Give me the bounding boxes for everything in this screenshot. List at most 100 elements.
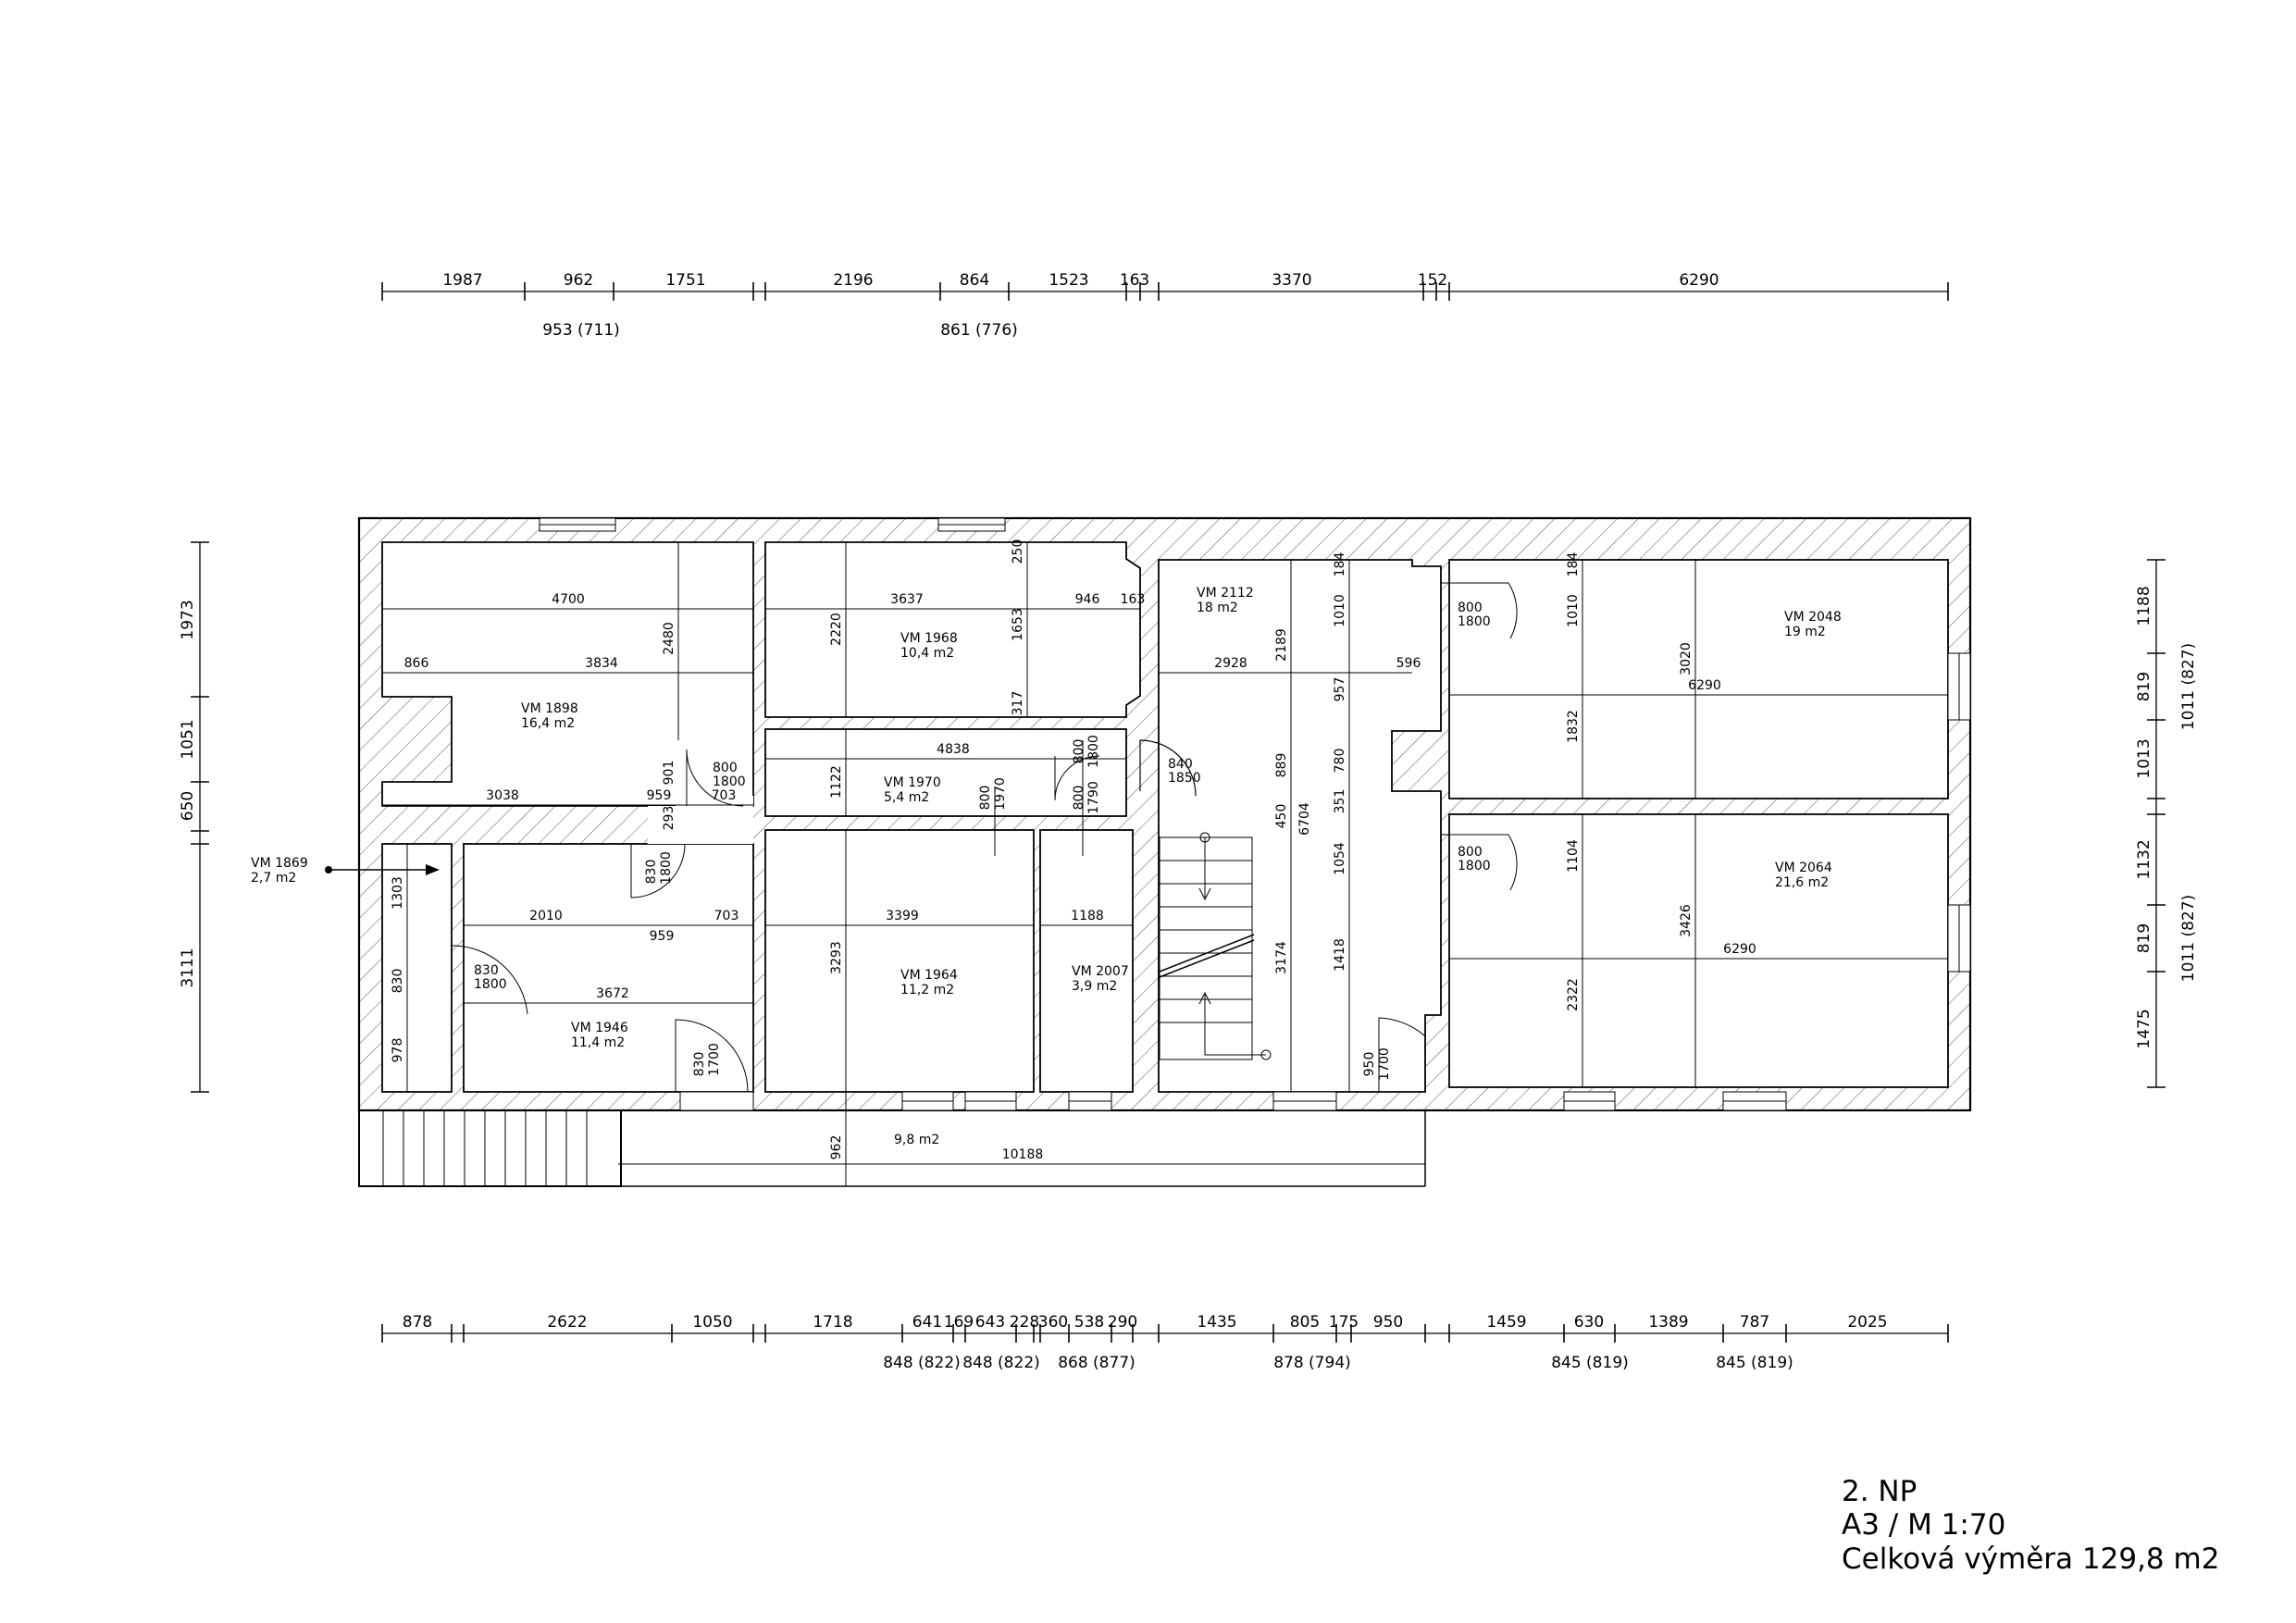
door-9-h: 1970 <box>993 777 1008 811</box>
right-dim-5: 819 <box>2135 923 2153 953</box>
dim-1898-v2: 293 <box>662 806 676 831</box>
left-dim-1: 1973 <box>179 600 197 639</box>
bottom-dim-2: 2622 <box>547 1313 587 1332</box>
room-2048-name: VM 2048 <box>1784 610 1842 625</box>
dim-1946-sub: 959 <box>650 929 675 944</box>
left-dimension-chain: 1973 1051 650 3111 <box>179 541 209 1093</box>
dim-2112-width: 2928 <box>1214 656 1247 671</box>
door-4-w: 800 <box>1458 845 1483 860</box>
room-2064 <box>1448 813 1949 1088</box>
staircase <box>1159 832 1272 1060</box>
dim-1968-bot: 317 <box>1011 691 1025 716</box>
dim-1898-mid: 3834 <box>585 656 618 671</box>
room-1869-area: 2,7 m2 <box>251 871 296 886</box>
right-dim-3: 1013 <box>2135 738 2153 778</box>
bottom-dim-19: 787 <box>1740 1313 1769 1332</box>
room-1898 <box>381 541 754 807</box>
right-windows <box>1947 652 1971 973</box>
dim-1898-sub2: 703 <box>712 788 737 803</box>
door-9-w: 800 <box>978 786 993 811</box>
right-opening-1: 1011 (827) <box>2179 643 2198 730</box>
bottom-dim-7: 643 <box>975 1313 1005 1332</box>
building-walls <box>325 516 1972 1187</box>
door-3-w: 800 <box>1458 601 1483 615</box>
room-1968 <box>764 541 1141 718</box>
dim-1869-h3: 978 <box>391 1038 405 1063</box>
bottom-opening-1: 848 (822) <box>883 1354 961 1372</box>
room-1968-area: 10,4 m2 <box>900 646 954 661</box>
bottom-dim-3: 1050 <box>692 1313 732 1332</box>
bottom-dim-9: 360 <box>1038 1313 1068 1332</box>
room-1946 <box>463 843 754 1093</box>
room-2064-area: 21,6 m2 <box>1775 875 1829 890</box>
dim-corr-h5: 1054 <box>1333 842 1347 875</box>
dim-corr-w: 596 <box>1396 656 1421 671</box>
dim-2112-h2: 889 <box>1274 753 1289 778</box>
door-1-w: 800 <box>713 761 738 775</box>
dim-1968-right2: 163 <box>1121 592 1146 607</box>
top-dim-9: 152 <box>1418 271 1447 290</box>
dim-2112-low: 3174 <box>1274 941 1289 974</box>
room-1946-name: VM 1946 <box>571 1021 628 1035</box>
room-2007 <box>1039 829 1134 1093</box>
dim-2064-h1: 1104 <box>1566 839 1581 873</box>
balcony-area: 9,8 m2 <box>894 1133 939 1147</box>
room-2048-area: 19 m2 <box>1784 625 1826 639</box>
dim-2048-h1: 1010 <box>1566 594 1581 627</box>
door-8-h: 1700 <box>1377 1047 1392 1081</box>
inner-dimension-texts: 4700 3834 866 3038 959 703 2480 901 293 … <box>391 539 1756 1162</box>
dim-1898-left: 866 <box>404 656 429 671</box>
bottom-windows <box>679 1091 1787 1111</box>
inner-dimension-lines <box>382 542 1948 1186</box>
bottom-opening-4: 878 (794) <box>1273 1354 1351 1372</box>
dim-1968-width: 3637 <box>890 592 924 607</box>
top-dim-4: 2196 <box>833 271 873 290</box>
dim-1898-v1: 901 <box>662 761 676 786</box>
room-labels: VM 1898 16,4 m2 VM 1968 10,4 m2 VM 2112 … <box>251 586 1842 1147</box>
top-dim-3: 1751 <box>665 271 705 290</box>
dim-1968-top: 250 <box>1011 539 1025 564</box>
room-1946-area: 11,4 m2 <box>571 1035 625 1050</box>
bottom-dim-15: 950 <box>1373 1313 1403 1332</box>
dim-2048-total: 3020 <box>1679 642 1694 675</box>
door-labels: 800 1800 840 1850 800 1800 800 1800 830 … <box>474 601 1491 1081</box>
top-opening-1: 953 (711) <box>542 321 620 340</box>
bottom-dim-13: 805 <box>1290 1313 1320 1332</box>
bottom-dim-8: 228 <box>1010 1313 1039 1332</box>
dim-balcony-width: 10188 <box>1002 1147 1044 1162</box>
dim-2064-total: 3426 <box>1679 904 1694 937</box>
bottom-opening-2: 848 (822) <box>962 1354 1040 1372</box>
bottom-opening-6: 845 (819) <box>1716 1354 1793 1372</box>
room-1964-area: 11,2 m2 <box>900 983 954 997</box>
door-1-h: 1800 <box>713 774 746 789</box>
total-area-label: Celková výměra 129,8 m2 <box>1842 1542 2220 1576</box>
top-dimension-chain: 1987 962 1751 2196 864 1523 163 3370 152… <box>381 271 1949 340</box>
top-dim-7: 163 <box>1120 271 1149 290</box>
dim-1964-width: 3399 <box>886 909 919 923</box>
dim-1898-height: 2480 <box>662 622 676 655</box>
dim-2048-top: 184 <box>1566 552 1581 577</box>
door-11-w: 800 <box>1072 739 1086 764</box>
entrance-arrow <box>325 864 440 875</box>
bottom-dim-12: 1435 <box>1197 1313 1236 1332</box>
top-dim-8: 3370 <box>1272 271 1311 290</box>
door-10-w: 800 <box>1072 786 1086 811</box>
door-8-w: 950 <box>1362 1052 1377 1077</box>
door-2-h: 1850 <box>1168 771 1201 786</box>
dim-corr-h1: 1010 <box>1333 594 1347 627</box>
door-7-w: 830 <box>692 1052 707 1077</box>
door-3-h: 1800 <box>1458 614 1491 629</box>
dim-1964-height: 3293 <box>829 941 844 974</box>
top-windows <box>539 517 1006 532</box>
dim-2064-width: 6290 <box>1723 942 1756 957</box>
bottom-dim-17: 630 <box>1574 1313 1604 1332</box>
door-7-h: 1700 <box>707 1043 722 1076</box>
dim-1970-height: 1122 <box>829 765 844 799</box>
door-2-w: 840 <box>1168 757 1193 772</box>
room-2007-name: VM 2007 <box>1072 964 1129 979</box>
room-2112-name: VM 2112 <box>1197 586 1254 601</box>
room-1898-name: VM 1898 <box>521 701 578 716</box>
room-1964-name: VM 1964 <box>900 968 958 983</box>
dim-balcony-depth: 962 <box>829 1135 844 1160</box>
